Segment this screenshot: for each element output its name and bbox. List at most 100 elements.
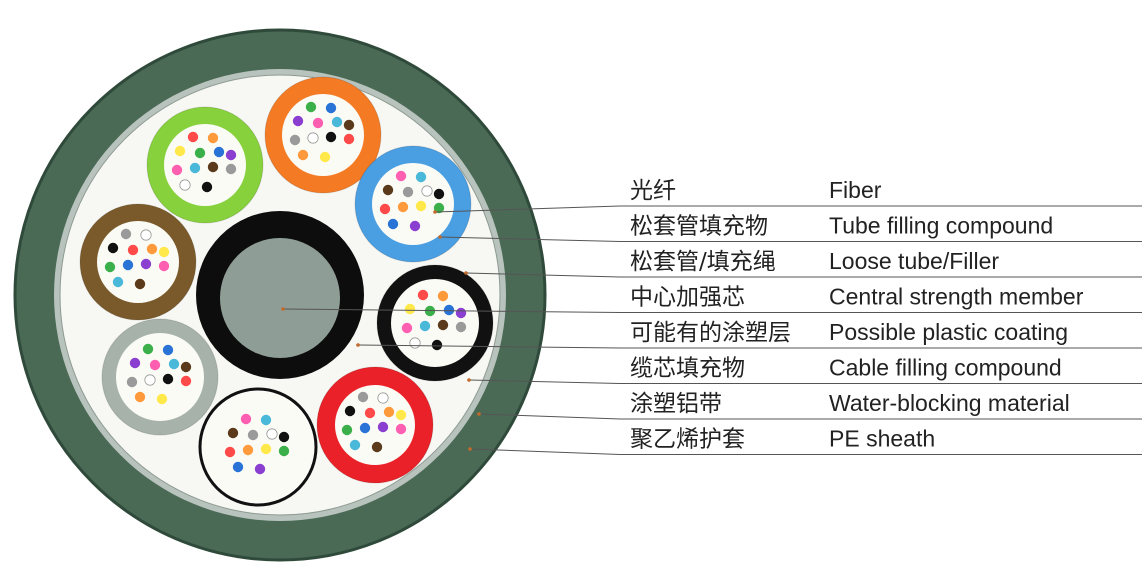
fiber [107, 242, 119, 254]
legend-label-en: Tube filling compound [829, 213, 1053, 239]
fiber [401, 322, 413, 334]
fiber [162, 344, 174, 356]
leader-line [478, 413, 621, 420]
fiber [379, 203, 391, 215]
leader-dot [281, 307, 285, 311]
legend-label-en: Fiber [829, 177, 882, 203]
fiber [149, 359, 161, 371]
leader-line [357, 344, 621, 349]
fiber [419, 320, 431, 332]
legend-label-zh: 聚乙烯护套 [630, 427, 745, 453]
fiber [174, 145, 186, 157]
legend-label-en: Cable filling compound [829, 355, 1062, 381]
fiber [409, 220, 421, 232]
fiber [140, 229, 152, 241]
fiber [455, 307, 467, 319]
fiber [409, 337, 421, 349]
fiber [383, 406, 395, 418]
fiber [344, 405, 356, 417]
fiber [343, 133, 355, 145]
fiber [433, 202, 445, 214]
fiber [144, 374, 156, 386]
fiber [134, 278, 146, 290]
tube-filling-compound [391, 279, 479, 367]
fiber [433, 188, 445, 200]
fiber [278, 445, 290, 457]
fiber [260, 443, 272, 455]
fiber [325, 131, 337, 143]
loose-tubes [79, 76, 494, 507]
fiber [156, 393, 168, 405]
fiber [382, 184, 394, 196]
fiber [127, 244, 139, 256]
fiber [260, 414, 272, 426]
fiber [364, 407, 376, 419]
fiber [120, 228, 132, 240]
fiber [240, 413, 252, 425]
legend-label-en: Central strength member [829, 284, 1084, 310]
fiber [307, 132, 319, 144]
fiber [404, 303, 416, 315]
fiber [225, 163, 237, 175]
fiber [325, 102, 337, 114]
fiber [319, 151, 331, 163]
fiber [179, 179, 191, 191]
fiber [242, 444, 254, 456]
fiber [213, 146, 225, 158]
fiber [349, 439, 361, 451]
tube-filling-compound [116, 333, 204, 421]
fiber [341, 424, 353, 436]
fiber [232, 461, 244, 473]
fiber [168, 358, 180, 370]
fiber [371, 441, 383, 453]
legend-label-zh: 松套管/填充绳 [630, 249, 776, 275]
loose-tube [354, 145, 472, 263]
fiber [122, 259, 134, 271]
fiber [254, 463, 266, 475]
fiber [292, 115, 304, 127]
fiber [104, 261, 116, 273]
loose-tube [79, 203, 197, 321]
legend-label-zh: 中心加强芯 [630, 285, 745, 311]
leader-dot [477, 412, 481, 416]
leader-dot [468, 447, 472, 451]
loose-tube [146, 106, 264, 224]
fiber [395, 409, 407, 421]
loose-tube [101, 318, 219, 436]
cable-cross-section [13, 28, 547, 562]
fiber [437, 319, 449, 331]
leader-line [439, 236, 621, 242]
legend-label-en: Loose tube/Filler [829, 248, 999, 274]
fiber [146, 243, 158, 255]
leader-line [465, 272, 621, 278]
leader-dot [467, 378, 471, 382]
fiber [278, 431, 290, 443]
fiber [305, 101, 317, 113]
fiber [162, 373, 174, 385]
leader-dot [464, 271, 468, 275]
leader-line [282, 308, 621, 313]
fiber [142, 343, 154, 355]
tube-filling-compound [202, 391, 314, 503]
fiber [395, 423, 407, 435]
fiber [266, 428, 278, 440]
legend-label-zh: 光纤 [630, 178, 676, 204]
fiber [312, 117, 324, 129]
fiber [224, 446, 236, 458]
legend-label-zh: 涂塑铝带 [630, 391, 722, 417]
leader-line [469, 448, 621, 455]
fiber [129, 357, 141, 369]
fiber [377, 421, 389, 433]
loose-tube [198, 387, 318, 507]
legend-label-en: Water-blocking material [829, 390, 1070, 416]
leader-dot [356, 343, 360, 347]
fiber [387, 218, 399, 230]
fiber [180, 361, 192, 373]
fiber [207, 161, 219, 173]
fiber [415, 200, 427, 212]
fiber [158, 260, 170, 272]
fiber [189, 162, 201, 174]
leader-dot [433, 210, 437, 214]
leader-dot [438, 235, 442, 239]
fiber [395, 170, 407, 182]
